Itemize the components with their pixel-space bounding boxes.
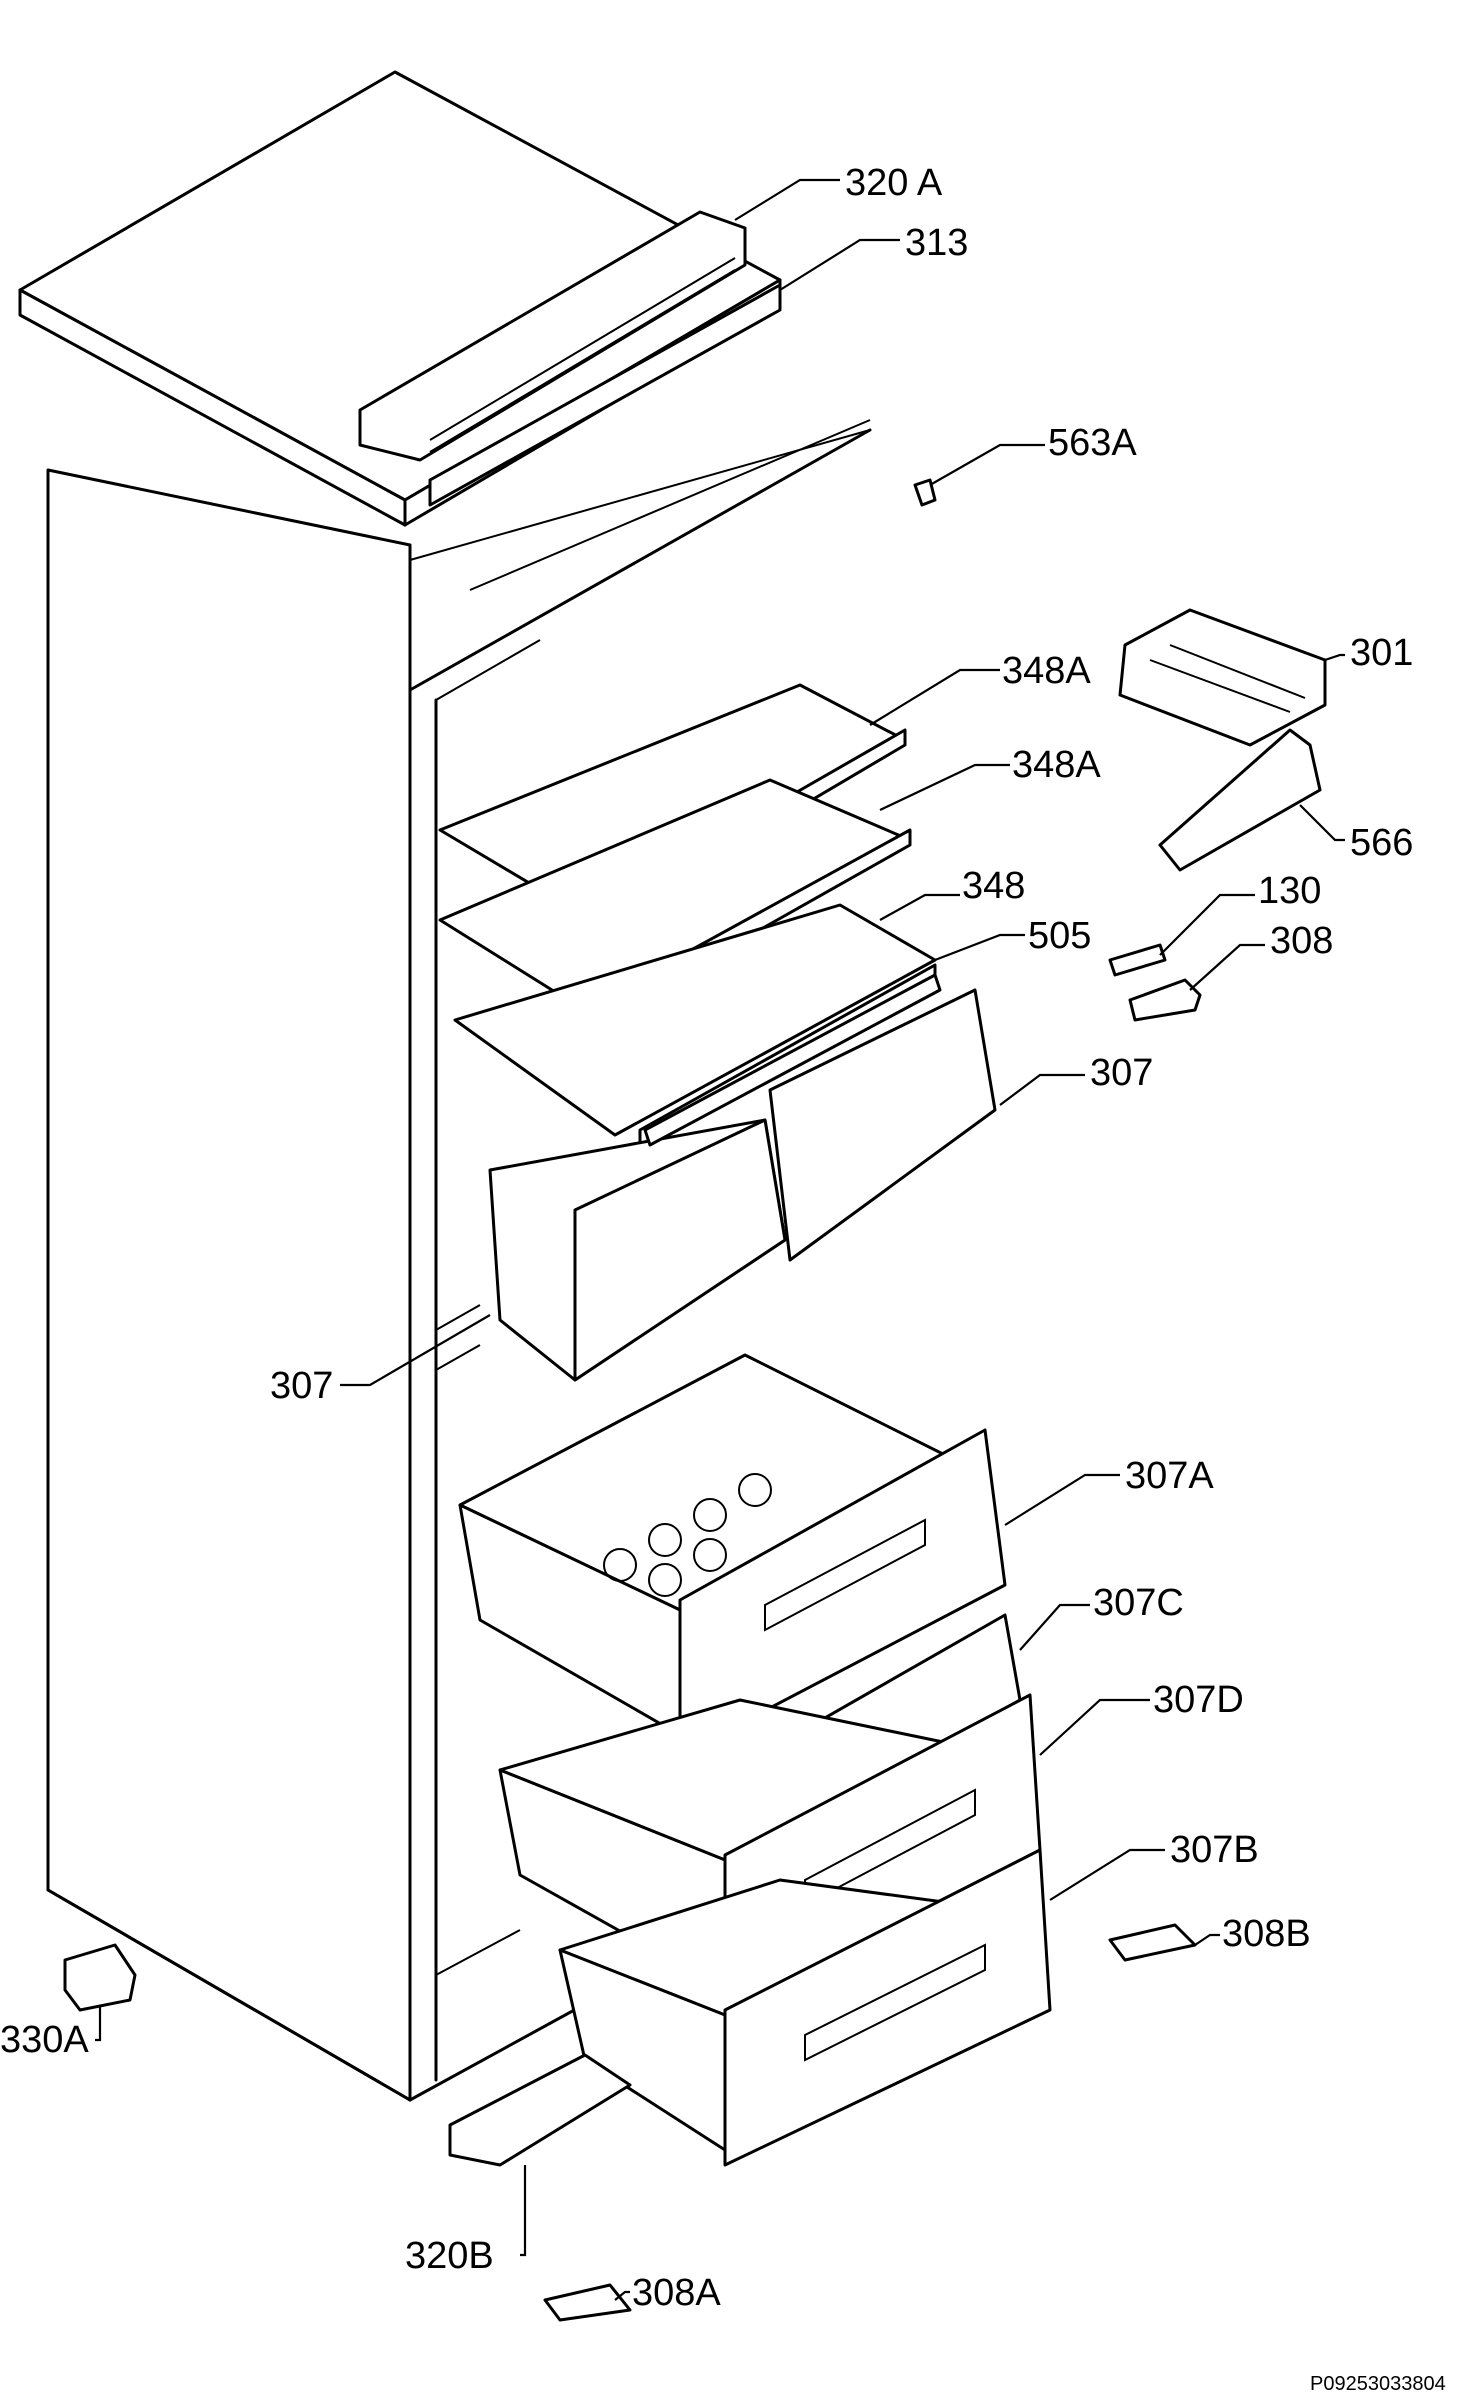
label-308b: 308B xyxy=(1222,1913,1311,1955)
ice-scraper xyxy=(1158,728,1322,872)
label-313: 313 xyxy=(905,222,968,264)
drawing-code: P09253033804 xyxy=(1310,2373,1446,2395)
label-307d: 307D xyxy=(1153,1679,1244,1721)
hinge-pin xyxy=(913,478,937,507)
label-348: 348 xyxy=(962,865,1025,907)
label-330a: 330A xyxy=(0,2019,89,2061)
bottom-hinge-cover xyxy=(448,2053,632,2167)
freezer-drawer-top xyxy=(458,1353,1007,1757)
label-348a-middle: 348A xyxy=(1012,744,1101,786)
bottom-hinge-plate xyxy=(1108,1923,1197,1962)
crisper-bin-left xyxy=(488,1118,787,1382)
label-566: 566 xyxy=(1350,822,1413,864)
label-563a: 563A xyxy=(1048,422,1137,464)
label-320a: 320 A xyxy=(845,162,943,204)
label-505: 505 xyxy=(1028,915,1091,957)
label-308a: 308A xyxy=(632,2272,721,2314)
label-308: 308 xyxy=(1270,920,1333,962)
shelf-front-strip xyxy=(643,973,942,1147)
freezer-drawer-bottom xyxy=(558,1848,1052,2167)
hinge-cover xyxy=(1108,943,1167,977)
ice-cube-tray xyxy=(1118,608,1327,747)
label-307-right: 307 xyxy=(1090,1052,1153,1094)
label-307c: 307C xyxy=(1093,1582,1184,1624)
label-307-left: 307 xyxy=(270,1365,333,1407)
door-hinge xyxy=(1128,978,1202,1022)
cabinet-body xyxy=(46,419,872,2102)
label-301: 301 xyxy=(1350,632,1413,674)
label-307a: 307A xyxy=(1125,1455,1214,1497)
label-307b: 307B xyxy=(1170,1829,1259,1871)
top-cover-part xyxy=(18,70,782,527)
crisper-bin-right xyxy=(768,988,997,1262)
label-130: 130 xyxy=(1258,870,1321,912)
leader-lines xyxy=(95,178,1345,2301)
label-348a-upper: 348A xyxy=(1002,650,1091,692)
foot-cover xyxy=(63,1943,137,2012)
bottom-hinge-bracket xyxy=(543,2283,632,2322)
label-320b: 320B xyxy=(405,2235,494,2277)
